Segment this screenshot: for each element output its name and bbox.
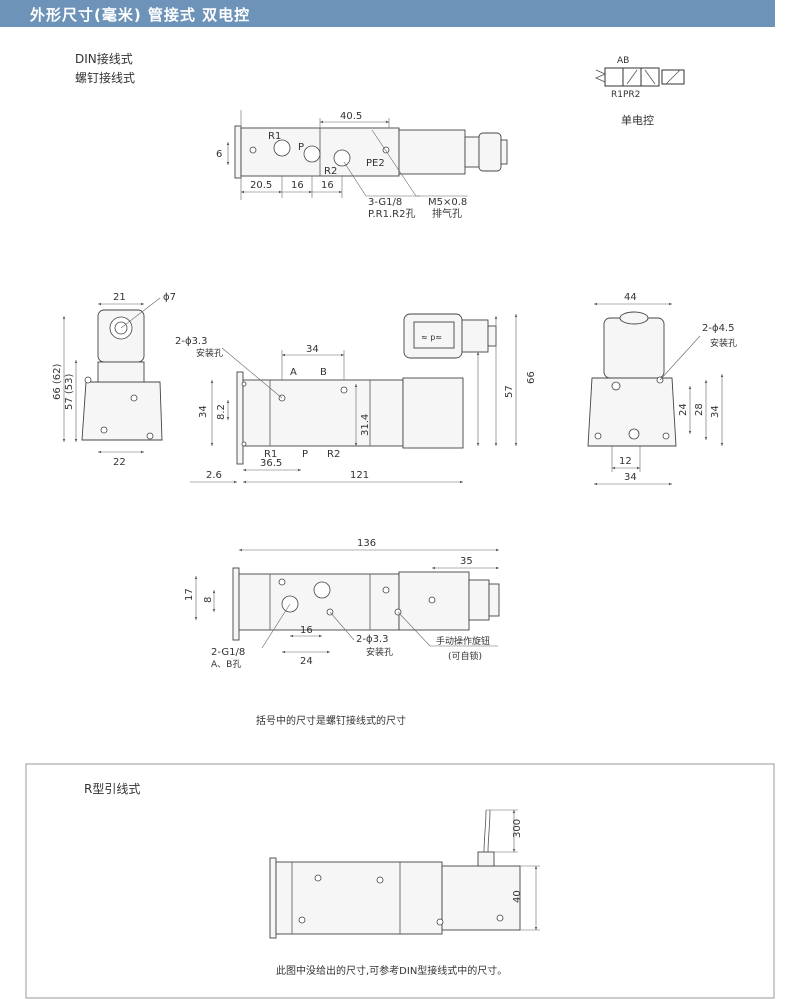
side-body	[81, 381, 163, 441]
svg-text:24: 24	[300, 656, 313, 667]
svg-text:24: 24	[678, 403, 689, 416]
svg-text:57 (53): 57 (53)	[64, 373, 75, 410]
svg-text:28: 28	[694, 403, 705, 416]
label-din: DIN接线式	[75, 51, 133, 66]
svg-text:36.5: 36.5	[260, 458, 282, 469]
svg-text:21: 21	[113, 292, 126, 303]
end-solenoid	[603, 317, 665, 379]
label-screw: 螺钉接线式	[75, 70, 135, 85]
svg-text:34: 34	[624, 472, 637, 483]
svg-text:B: B	[320, 367, 327, 378]
top-plate	[234, 125, 242, 179]
front-solenoid	[402, 377, 464, 449]
lead-wire	[483, 809, 487, 853]
svg-text:35: 35	[460, 556, 473, 567]
svg-text:R2: R2	[327, 449, 340, 460]
svg-text:44: 44	[624, 292, 637, 303]
svg-text:66: 66	[526, 371, 537, 384]
svg-text:(可自锁): (可自锁)	[448, 650, 482, 662]
svg-text:P: P	[302, 449, 308, 460]
svg-text:20.5: 20.5	[250, 180, 272, 191]
svg-text:R2: R2	[324, 166, 337, 177]
svg-text:8.2: 8.2	[216, 404, 227, 420]
svg-text:34: 34	[306, 344, 319, 355]
svg-text:2-ϕ3.3: 2-ϕ3.3	[356, 634, 388, 645]
svg-text:121: 121	[350, 470, 369, 481]
svg-text:2.6: 2.6	[206, 470, 222, 481]
title-bar: 外形尺寸(毫米) 管接式 双电控	[0, 0, 775, 27]
front-view: ≈ p≈ 2-ϕ3.3 安装孔 34 A B 34 8.2 31.4 R1 P …	[175, 313, 537, 484]
svg-text:8: 8	[203, 597, 214, 603]
svg-text:17: 17	[184, 588, 195, 601]
svg-text:P: P	[298, 142, 304, 153]
svg-text:PE2: PE2	[366, 158, 385, 169]
top-solenoid	[398, 129, 466, 175]
end-view: 44 2-ϕ4.5 安装孔 24 28 34 12 34	[587, 292, 737, 486]
r-type-solenoid	[441, 865, 521, 931]
svg-text:R1PR2: R1PR2	[611, 90, 640, 100]
svg-text:136: 136	[357, 538, 376, 549]
front-plate	[236, 371, 244, 465]
svg-text:66 (62): 66 (62)	[52, 363, 63, 400]
svg-text:34: 34	[710, 405, 721, 418]
svg-text:ϕ7: ϕ7	[163, 292, 176, 303]
port-r1-hole	[273, 139, 291, 157]
svg-text:安装孔: 安装孔	[366, 646, 393, 658]
svg-text:300: 300	[512, 819, 523, 838]
port-r2-hole	[333, 149, 351, 167]
svg-text:2-ϕ4.5: 2-ϕ4.5	[702, 323, 734, 334]
top-connector	[478, 132, 502, 172]
svg-text:40: 40	[512, 890, 523, 903]
svg-text:40.5: 40.5	[340, 111, 362, 122]
svg-text:3-G1/8: 3-G1/8	[368, 197, 402, 208]
svg-text:12: 12	[619, 456, 632, 467]
svg-text:A、B孔: A、B孔	[211, 659, 241, 670]
bracket-note: 括号中的尺寸是螺钉接线式的尺寸	[256, 714, 406, 727]
valve-symbol: AB R1PR2 单电控	[595, 56, 685, 127]
svg-text:57: 57	[504, 385, 515, 398]
svg-text:安装孔: 安装孔	[196, 347, 223, 359]
svg-text:16: 16	[291, 180, 304, 191]
svg-text:6: 6	[216, 149, 222, 160]
end-body	[587, 377, 677, 447]
page-title: 外形尺寸(毫米) 管接式 双电控	[30, 6, 251, 24]
svg-text:16: 16	[300, 625, 313, 636]
svg-text:34: 34	[198, 405, 209, 418]
side-view: 21 ϕ7 66 (62) 57 (53) 22	[52, 292, 176, 468]
svg-text:安装孔: 安装孔	[710, 337, 737, 349]
port-p-hole	[303, 145, 321, 163]
r-type-title: R型引线式	[84, 782, 140, 796]
svg-text:P.R1.R2孔: P.R1.R2孔	[368, 208, 415, 220]
svg-text:AB: AB	[617, 56, 629, 66]
front-valve-body	[242, 379, 404, 447]
svg-text:M5×0.8: M5×0.8	[428, 197, 467, 208]
svg-text:16: 16	[321, 180, 334, 191]
svg-text:2-ϕ3.3: 2-ϕ3.3	[175, 336, 207, 347]
svg-text:≈ p≈: ≈ p≈	[421, 333, 442, 342]
symbol-caption: 单电控	[621, 113, 654, 127]
svg-text:R1: R1	[268, 131, 281, 142]
svg-text:R1: R1	[264, 449, 277, 460]
top-view: DIN接线式 螺钉接线式 R1 P R2 PE2 40.5 6	[75, 51, 508, 220]
svg-text:22: 22	[113, 457, 126, 468]
bottom-view: 136 35 17 8 16 24 2-G1/8 A、B孔 2-ϕ3.3 安装孔…	[184, 538, 500, 670]
svg-text:2-G1/8: 2-G1/8	[211, 647, 245, 658]
bottom-plate	[232, 567, 240, 641]
svg-text:31.4: 31.4	[360, 414, 371, 436]
r-type-note: 此图中没给出的尺寸,可参考DIN型接线式中的尺寸。	[276, 964, 507, 977]
symbol-solenoid	[661, 69, 685, 85]
svg-text:手动操作旋钮: 手动操作旋钮	[436, 635, 490, 647]
svg-text:A: A	[290, 367, 297, 378]
svg-text:排气孔: 排气孔	[432, 207, 462, 220]
r-type-panel: R型引线式 300 40 此图中没给出的尺寸,可参考DIN型接线式中的尺寸。	[25, 763, 775, 999]
